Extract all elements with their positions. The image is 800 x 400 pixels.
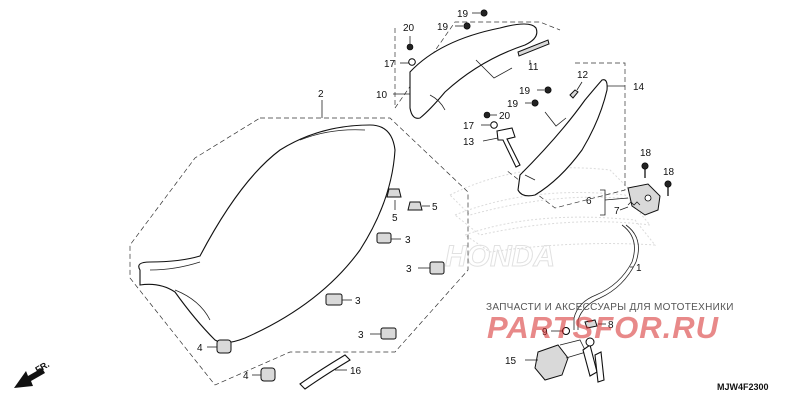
callout-3d: 3: [358, 330, 364, 341]
grab-rail-group-box: [394, 21, 561, 110]
callout-20a: 20: [403, 23, 415, 34]
callout-9: 9: [542, 327, 548, 338]
keys: [582, 337, 605, 383]
callout-18a: 18: [640, 148, 652, 159]
callout-12: 12: [577, 70, 589, 81]
callout-3c: 3: [355, 296, 361, 307]
callout-4a: 4: [197, 343, 203, 354]
cushion-part-4b: [260, 367, 276, 382]
callout-8: 8: [608, 320, 614, 331]
clip-part-12: [569, 89, 579, 99]
grommet-part-5b: [407, 201, 423, 211]
bolt-part-18a: [641, 162, 649, 178]
callout-19a: 19: [457, 9, 469, 20]
spring-part-7: [627, 201, 641, 206]
callout-20b: 20: [499, 111, 511, 122]
bracket-part-13: [496, 127, 521, 168]
callout-19d: 19: [507, 99, 519, 110]
key-cylinder-part-15: [534, 339, 587, 381]
callout-7: 7: [614, 206, 620, 217]
label-strip-part-11: [517, 39, 550, 57]
callout-2: 2: [318, 89, 324, 100]
diagram-code: MJW4F2300: [717, 382, 769, 392]
callout-4b: 4: [243, 371, 249, 382]
strap-part-16: [299, 354, 351, 390]
callout-17a: 17: [384, 59, 396, 70]
nut-part-17a: [408, 58, 416, 66]
seat-assembly: [138, 124, 396, 344]
collar-part-20b: [483, 111, 491, 119]
seat-lock-part-6: [627, 183, 661, 216]
callout-1: 1: [636, 263, 642, 274]
bolt-part-19a: [480, 9, 488, 17]
callout-3a: 3: [405, 235, 411, 246]
watermark-logo: PARTSFOR.RU: [487, 310, 720, 345]
honda-watermark-text: HONDA: [445, 240, 555, 273]
bolt-part-19d: [531, 99, 539, 107]
callout-10: 10: [376, 90, 388, 101]
bolt-part-19b: [463, 22, 471, 30]
rear-cowl-part-14: [517, 79, 608, 197]
callout-3b: 3: [406, 264, 412, 275]
nut-part-17b: [490, 121, 498, 129]
rear-cowl-group-box: [505, 62, 626, 209]
callout-15: 15: [505, 356, 517, 367]
callout-5b: 5: [432, 202, 438, 213]
callout-17b: 17: [463, 121, 475, 132]
seat-group-box: [129, 117, 469, 386]
callout-19c: 19: [519, 86, 531, 97]
grommet-part-5a: [386, 188, 402, 198]
callout-14: 14: [633, 82, 645, 93]
cushion-part-4a: [216, 339, 232, 354]
washer-part-9: [562, 327, 570, 335]
bumper-part-3b: [429, 261, 445, 275]
callout-11: 11: [528, 62, 539, 73]
callout-19b: 19: [437, 22, 449, 33]
callout-13: 13: [463, 137, 475, 148]
callout-5a: 5: [392, 213, 398, 224]
collar-part-20a: [406, 43, 414, 51]
callout-18b: 18: [663, 167, 675, 178]
grab-rail-part-10: [409, 23, 538, 119]
bumper-part-3d: [380, 327, 397, 340]
callout-16: 16: [350, 366, 362, 377]
front-direction-arrow: [14, 368, 45, 388]
callout-6: 6: [586, 196, 592, 207]
bumper-part-3c: [325, 293, 343, 306]
lock-cable-part-1: [573, 224, 639, 330]
watermark-tagline: ЗАПЧАСТИ И АКСЕССУАРЫ ДЛЯ МОТОТЕХНИКИ: [486, 302, 734, 313]
clip-part-8: [584, 319, 598, 329]
honda-wing-watermark: HONDA: [445, 167, 657, 274]
bolt-part-19c: [544, 86, 552, 94]
bolt-part-18b: [664, 180, 672, 196]
bumper-part-3a: [376, 232, 392, 244]
